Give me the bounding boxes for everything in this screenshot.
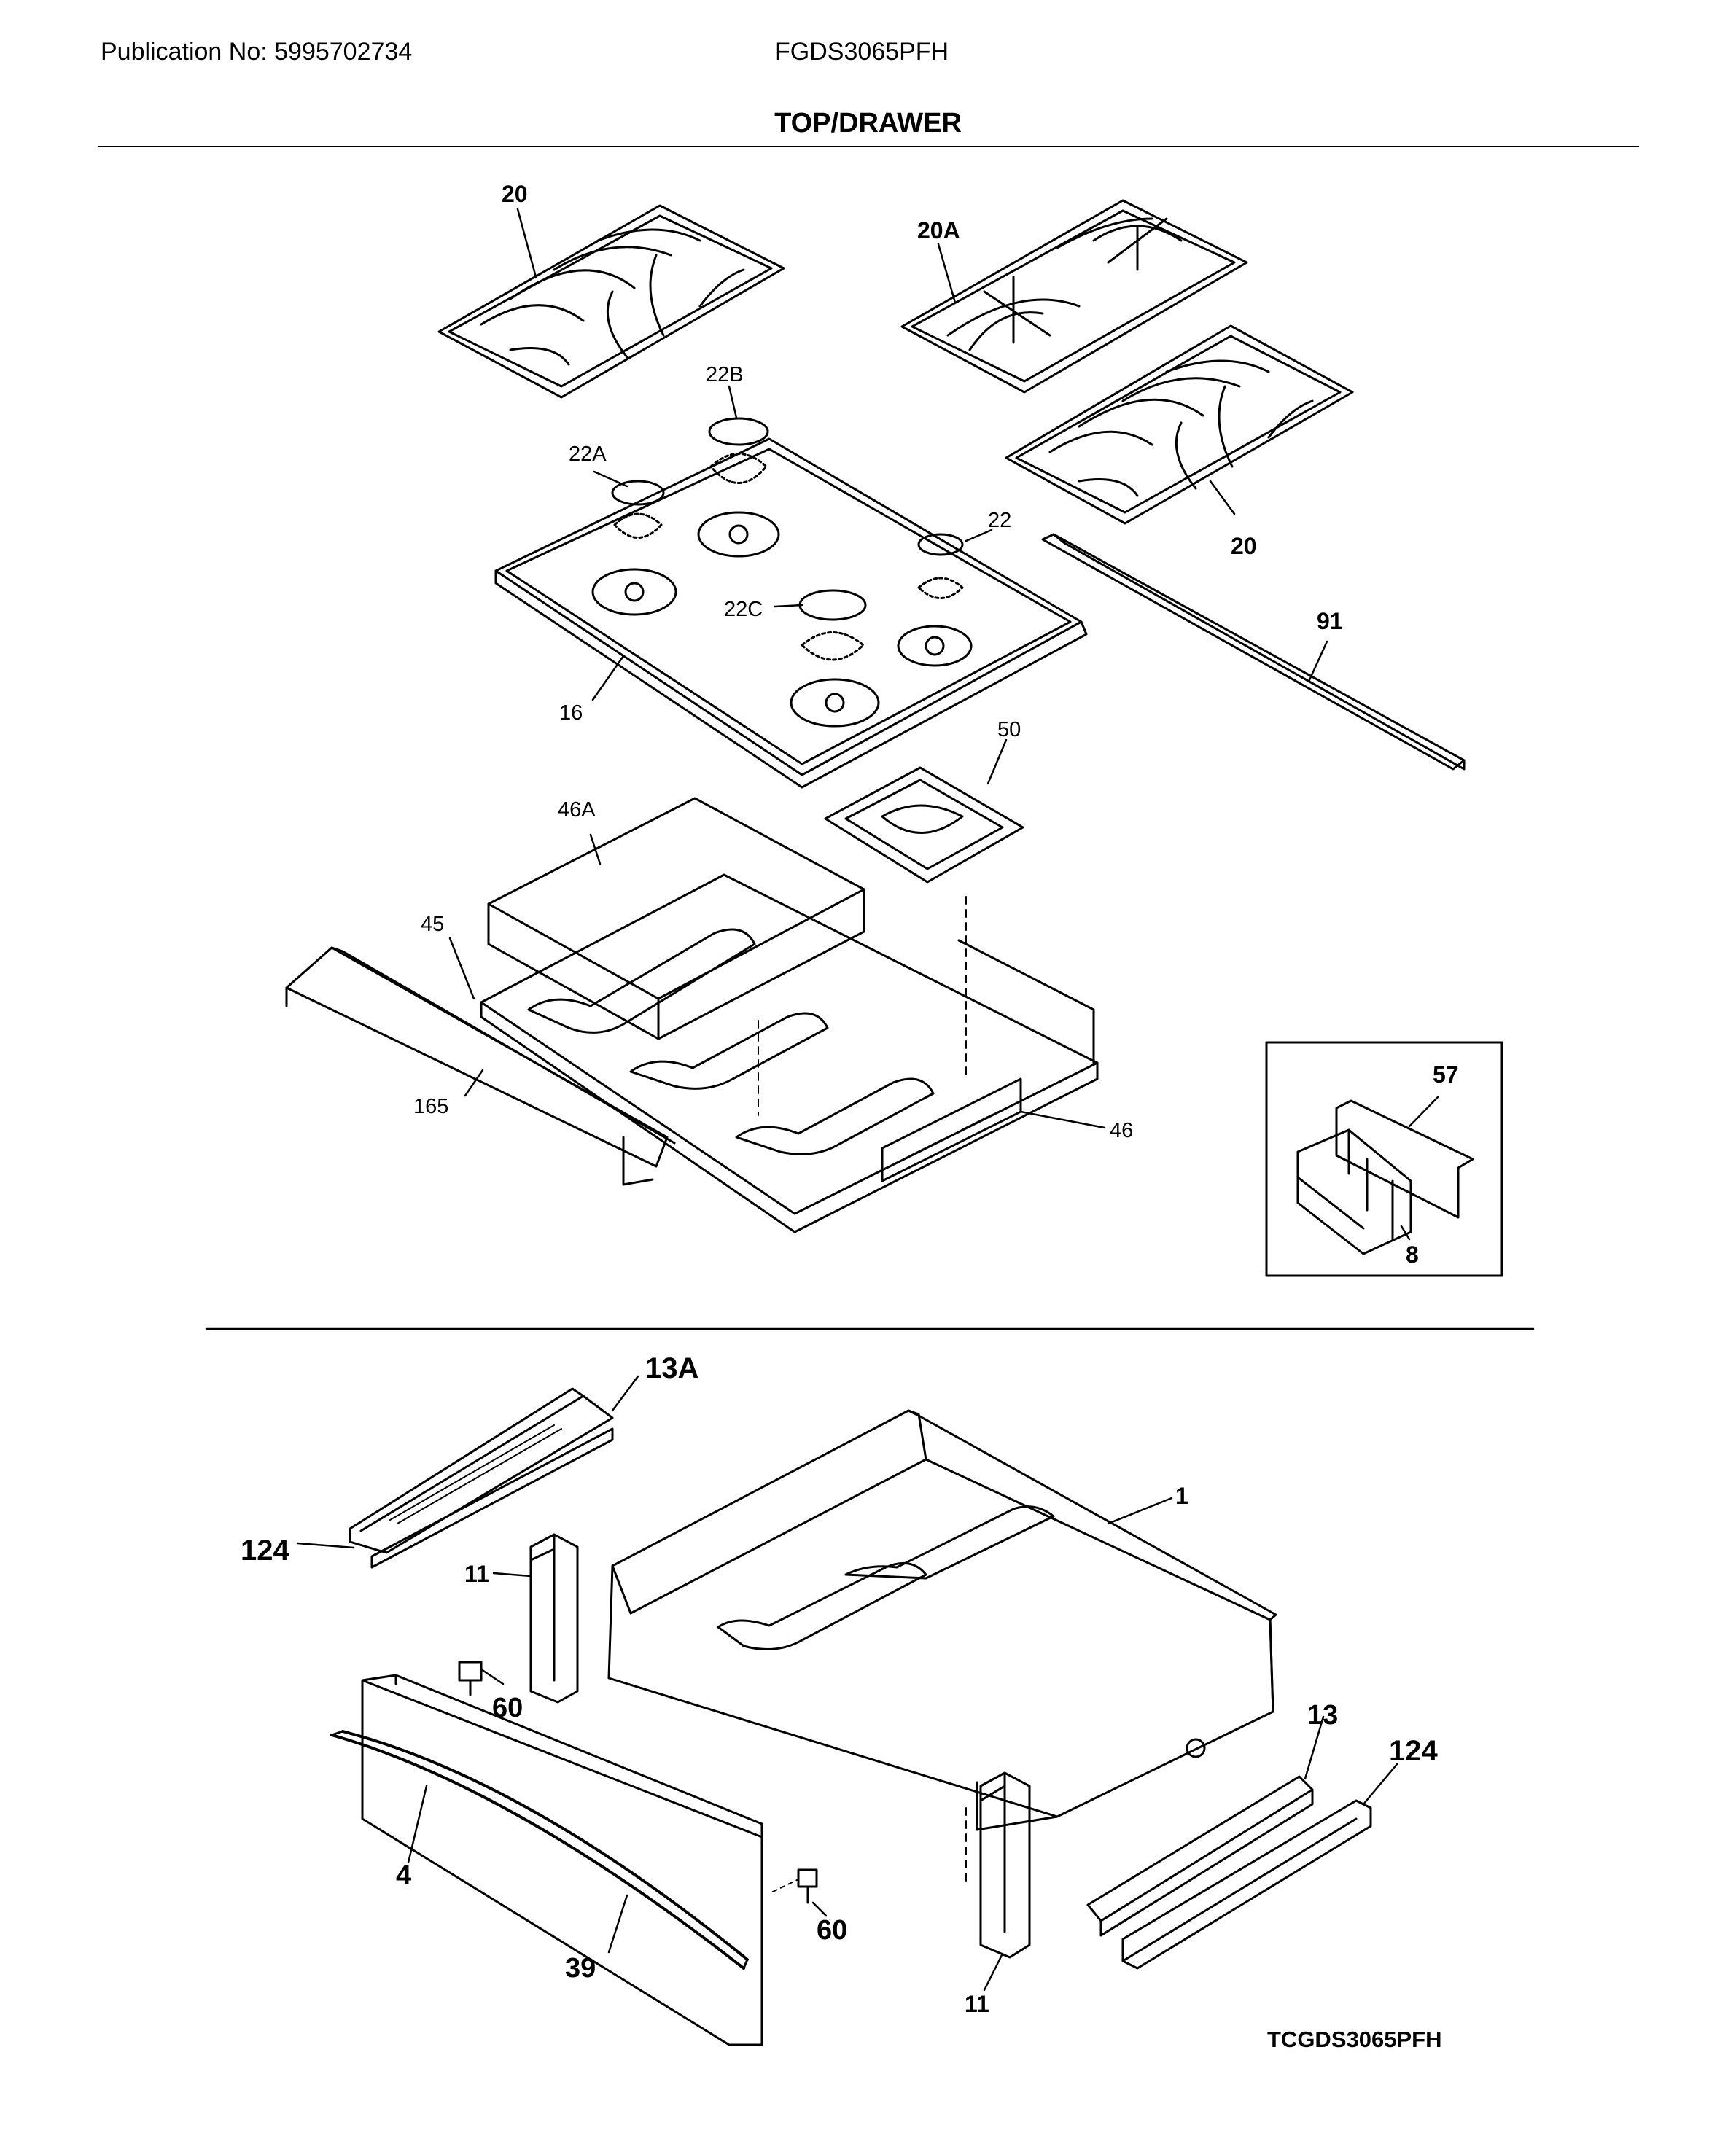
callout-124-left: 124	[241, 1535, 289, 1567]
callout-22c: 22C	[724, 598, 763, 621]
drawer-handle	[330, 1730, 749, 1970]
callout-20-left: 20	[502, 181, 528, 207]
callout-22b: 22B	[706, 363, 744, 386]
header-rule	[98, 146, 1639, 147]
callout-16: 16	[559, 701, 583, 725]
callout-60-right: 60	[817, 1915, 847, 1946]
front-rail	[285, 946, 676, 1186]
callout-50: 50	[997, 718, 1021, 741]
callout-91: 91	[1317, 608, 1343, 634]
callout-4: 4	[396, 1860, 411, 1891]
callout-1: 1	[1175, 1483, 1188, 1509]
screw-left	[458, 1661, 483, 1696]
callout-22a: 22A	[569, 442, 607, 466]
publication-number: Publication No: 5995702734	[101, 38, 413, 66]
callout-11-right: 11	[965, 1991, 989, 2017]
trim-strip	[1041, 533, 1466, 771]
callout-11-left: 11	[464, 1561, 489, 1587]
burner-box	[824, 766, 1024, 1080]
bracket-right	[979, 1771, 1031, 1959]
callout-60-left: 60	[492, 1693, 523, 1723]
callout-leaders-upper	[448, 208, 1439, 1241]
callout-124-right: 124	[1389, 1735, 1438, 1767]
callout-13: 13	[1307, 1700, 1338, 1731]
callout-39: 39	[565, 1953, 596, 1984]
slide-13	[1086, 1775, 1314, 1937]
callout-labels: 20 20A 20 22B 22A 22 22C 16 91 50 46A 45…	[241, 181, 1459, 2017]
model-number: FGDS3065PFH	[775, 38, 949, 66]
screw-right	[772, 1868, 818, 1904]
inset-box	[1265, 1041, 1503, 1277]
diagram-code: TCGDS3065PFH	[1267, 2027, 1442, 2052]
grate-left	[437, 204, 785, 399]
callout-46: 46	[1110, 1119, 1133, 1142]
callout-20a: 20A	[917, 217, 960, 243]
callout-45: 45	[421, 913, 444, 936]
drawer-front-panel	[361, 1674, 967, 2046]
grate-right-front	[1005, 324, 1354, 525]
drawer-box	[607, 1409, 1277, 1831]
callout-22: 22	[988, 509, 1011, 532]
side-panel-46	[881, 1077, 1022, 1182]
cooktop-panel	[494, 437, 1088, 789]
grate-right-back	[900, 199, 1248, 394]
side-panel-46a	[487, 797, 865, 1040]
burner-caps	[611, 417, 964, 661]
bracket-left	[529, 1533, 579, 1704]
main-frame	[480, 873, 1099, 1233]
slide-13a	[349, 1387, 614, 1569]
glide-right	[1121, 1799, 1372, 1970]
callout-13a: 13A	[645, 1352, 698, 1384]
callout-165: 165	[413, 1095, 448, 1118]
callout-20-right: 20	[1231, 533, 1257, 559]
callout-leaders-lower	[296, 1375, 1398, 1992]
section-title: TOP/DRAWER	[774, 108, 962, 139]
callout-46a: 46A	[558, 798, 596, 822]
callout-57: 57	[1433, 1061, 1459, 1088]
callout-8: 8	[1406, 1241, 1419, 1268]
